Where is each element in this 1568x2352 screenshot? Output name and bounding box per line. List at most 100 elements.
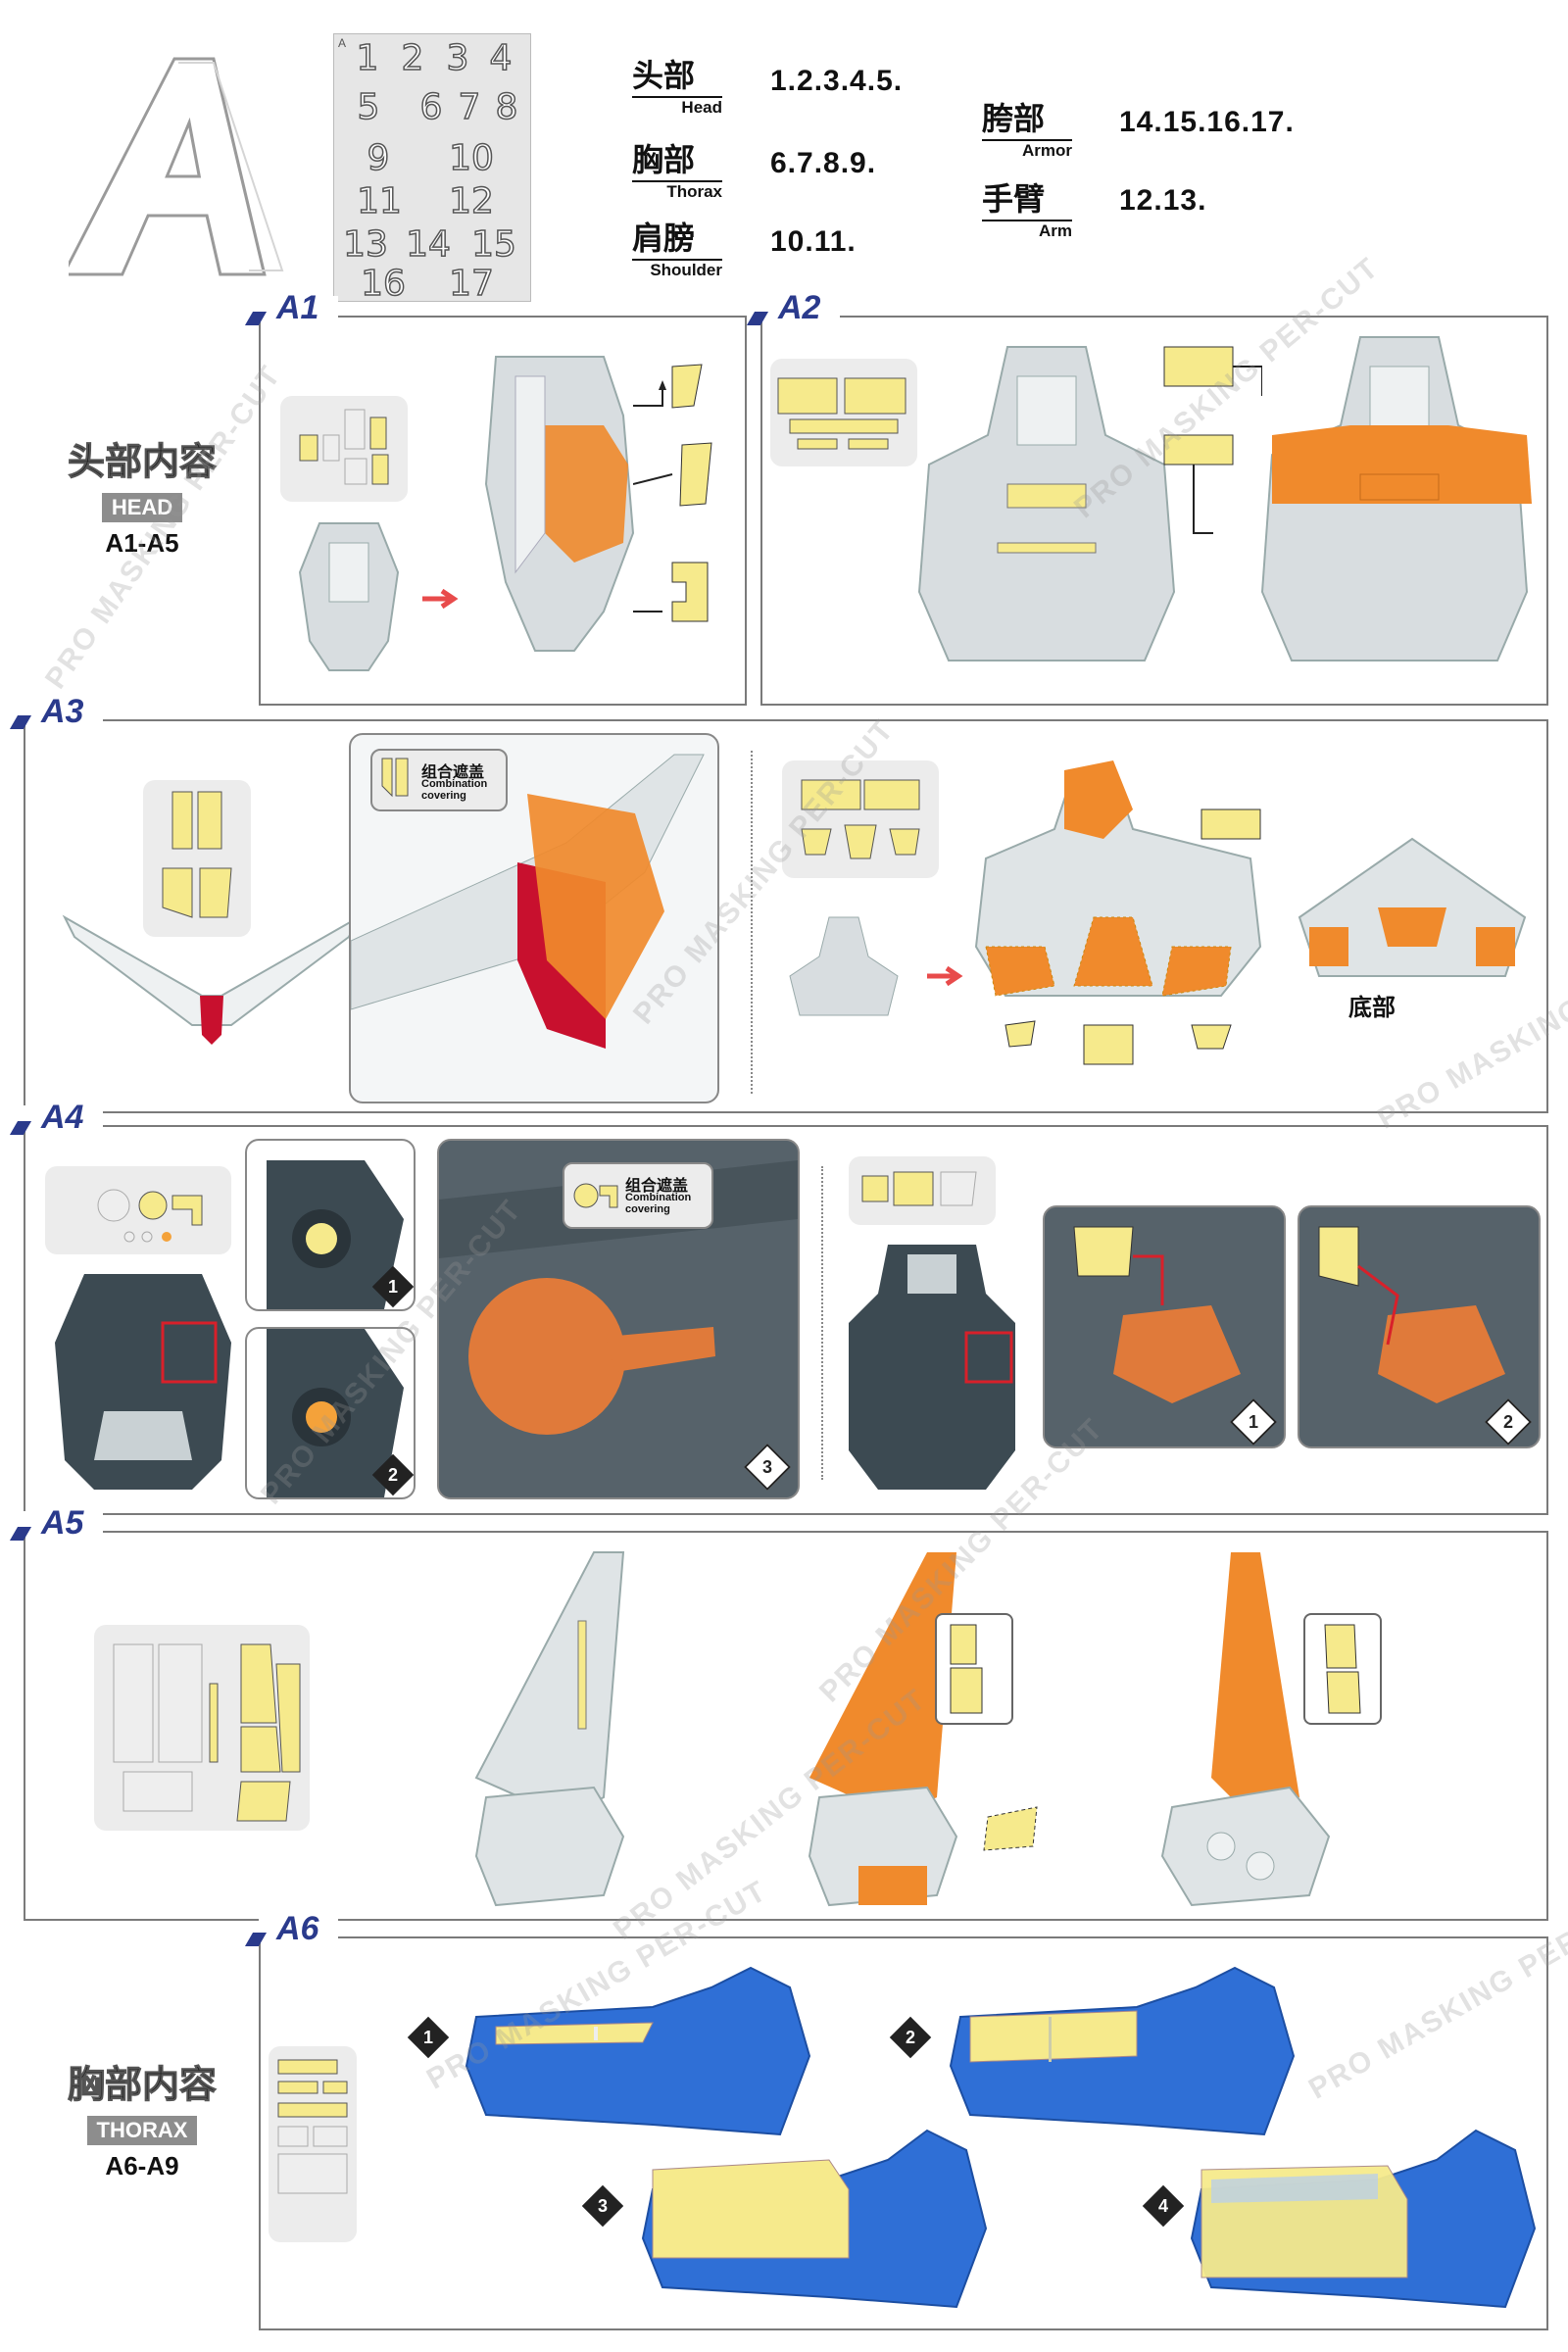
- sheet-number: 11: [356, 180, 402, 222]
- panel-a1: A1: [259, 291, 747, 706]
- mask-sheet-card: [280, 396, 408, 502]
- panel-label: A5: [24, 1506, 104, 1540]
- sheet-number: 8: [495, 86, 518, 128]
- chest-core-bottom-view: [1298, 837, 1527, 977]
- section-label-thorax: 胸部内容 THORAX A6-A9: [39, 2054, 245, 2181]
- chest-part-masked: [1260, 336, 1532, 662]
- step-badge: 2: [889, 2016, 932, 2059]
- combo-label-en: Combination covering: [625, 1192, 692, 1215]
- mask-sheet-card: [849, 1156, 996, 1225]
- arrow-right-icon: [927, 965, 963, 987]
- section-label-head: 头部内容 HEAD A1-A5: [39, 431, 245, 559]
- step-badge: 1: [371, 1265, 415, 1308]
- section-en-badge: THORAX: [86, 2116, 198, 2145]
- sheet-number: 15: [470, 223, 516, 266]
- step2-photo: [245, 1327, 416, 1499]
- sheet-number: 4: [489, 37, 513, 79]
- panel-label: A6: [259, 1912, 339, 1945]
- step-badge: 1: [407, 2016, 450, 2059]
- panel-a6: A6 1 2 3 4: [259, 1912, 1548, 2330]
- legend-value: 6.7.8.9.: [770, 147, 877, 179]
- legend-value: 14.15.16.17.: [1119, 106, 1295, 138]
- chest-blue-part-step3: [641, 2129, 988, 2309]
- legend-value: 1.2.3.4.5.: [770, 65, 904, 97]
- sheet-corner-label: A: [338, 36, 347, 50]
- chest-part-unmasked: [917, 346, 1176, 662]
- big-letter-logo: A: [61, 39, 304, 284]
- mask-callout-box: [935, 1613, 1013, 1725]
- legend-armor: 胯部 Armor: [982, 94, 1072, 161]
- legend-cn: 胯部: [982, 100, 1046, 137]
- panel-label: A3: [24, 695, 104, 728]
- mask-callout-box: [1303, 1613, 1382, 1725]
- panel-a2: A2: [760, 291, 1548, 706]
- legend-arm: 手臂 Arm: [982, 174, 1072, 241]
- v-fin-closeup-photo: [349, 733, 719, 1103]
- mask-sheet-card: [143, 780, 251, 937]
- section-range: A6-A9: [105, 2151, 179, 2180]
- legend-shoulder: 肩膀 Shoulder: [632, 214, 722, 280]
- mask-piece-callouts: [633, 364, 712, 622]
- shoulder-fin-masked: [808, 1552, 958, 1907]
- chest-blue-part-step1: [465, 1966, 811, 2136]
- chest-core-small: [789, 916, 899, 1016]
- bottom-label: 底部: [1348, 994, 1396, 1021]
- dotted-divider: [751, 751, 753, 1094]
- head-part-small: [298, 522, 400, 671]
- step3-closeup-photo: [437, 1139, 800, 1499]
- panel-a4: A4 1 2 组合遮盖 Combination covering 3 1 2: [24, 1101, 1548, 1515]
- legend-cn: 头部: [632, 57, 696, 94]
- legend-en: Thorax: [632, 180, 722, 202]
- legend-en: Arm: [982, 220, 1072, 241]
- v-fin-part: [62, 914, 362, 1045]
- sheet-number: 10: [448, 137, 494, 179]
- head-dark-part-rear: [849, 1245, 1015, 1490]
- shoulder-fin-unmasked: [474, 1551, 625, 1907]
- mask-piece-callouts: [1163, 346, 1262, 534]
- mask-sheet-card: [782, 760, 939, 878]
- sheet-number: 6: [419, 86, 443, 128]
- combo-label-en: Combination covering: [421, 778, 488, 802]
- sheet-number: 14: [405, 223, 451, 266]
- panel-a3: A3 组合遮盖 Combination covering: [24, 695, 1548, 1113]
- sheet-number: 12: [448, 180, 494, 222]
- mask-sheet-card: [770, 359, 917, 466]
- section-range: A1-A5: [105, 528, 179, 558]
- legend-cn: 胸部: [632, 141, 696, 178]
- legend-en: Head: [632, 96, 722, 118]
- step-badge: 3: [581, 2184, 624, 2228]
- legend-cn: 手臂: [982, 180, 1046, 218]
- legend-en: Armor: [982, 139, 1072, 161]
- sheet-number: 13: [342, 223, 388, 266]
- mask-sheet-card: [94, 1625, 310, 1831]
- sheet-number: 16: [360, 263, 406, 305]
- legend-value: 10.11.: [770, 225, 857, 258]
- mask-sheet-card: [45, 1166, 231, 1254]
- legend-cn: 肩膀: [632, 220, 696, 257]
- section-title: 头部内容: [67, 440, 217, 484]
- combo-label-cn: 组合遮盖: [625, 1176, 689, 1195]
- section-en-badge: HEAD: [101, 493, 183, 522]
- arrow-right-icon: [422, 588, 459, 610]
- combination-covering-callout: 组合遮盖 Combination covering: [370, 749, 508, 811]
- combo-label-cn: 组合遮盖: [421, 762, 485, 781]
- panel-a5: A5: [24, 1506, 1548, 1921]
- shoulder-fin-back: [1160, 1552, 1331, 1907]
- panel-label: A1: [259, 291, 339, 324]
- legend-thorax: 胸部 Thorax: [632, 135, 722, 202]
- dotted-divider: [821, 1166, 823, 1480]
- legend-en: Shoulder: [632, 259, 722, 280]
- legend-value: 12.13.: [1119, 184, 1207, 217]
- step-badge: 2: [371, 1453, 415, 1496]
- parts-sheet-preview: A 1 2 3 4 5 6 7 8 9 10 11 12 13 14 15 16…: [333, 33, 531, 305]
- sheet-number: 3: [446, 37, 469, 79]
- chest-core-masked: [974, 760, 1262, 1065]
- step-badge: 4: [1142, 2184, 1185, 2228]
- legend-head: 头部 Head: [632, 51, 722, 118]
- mask-piece-small: [983, 1806, 1038, 1851]
- sheet-number: 7: [458, 86, 481, 128]
- sheet-number: 9: [367, 137, 390, 179]
- panel-label: A2: [760, 291, 841, 324]
- step1-photo: [245, 1139, 416, 1311]
- sheet-number: 1: [356, 37, 379, 79]
